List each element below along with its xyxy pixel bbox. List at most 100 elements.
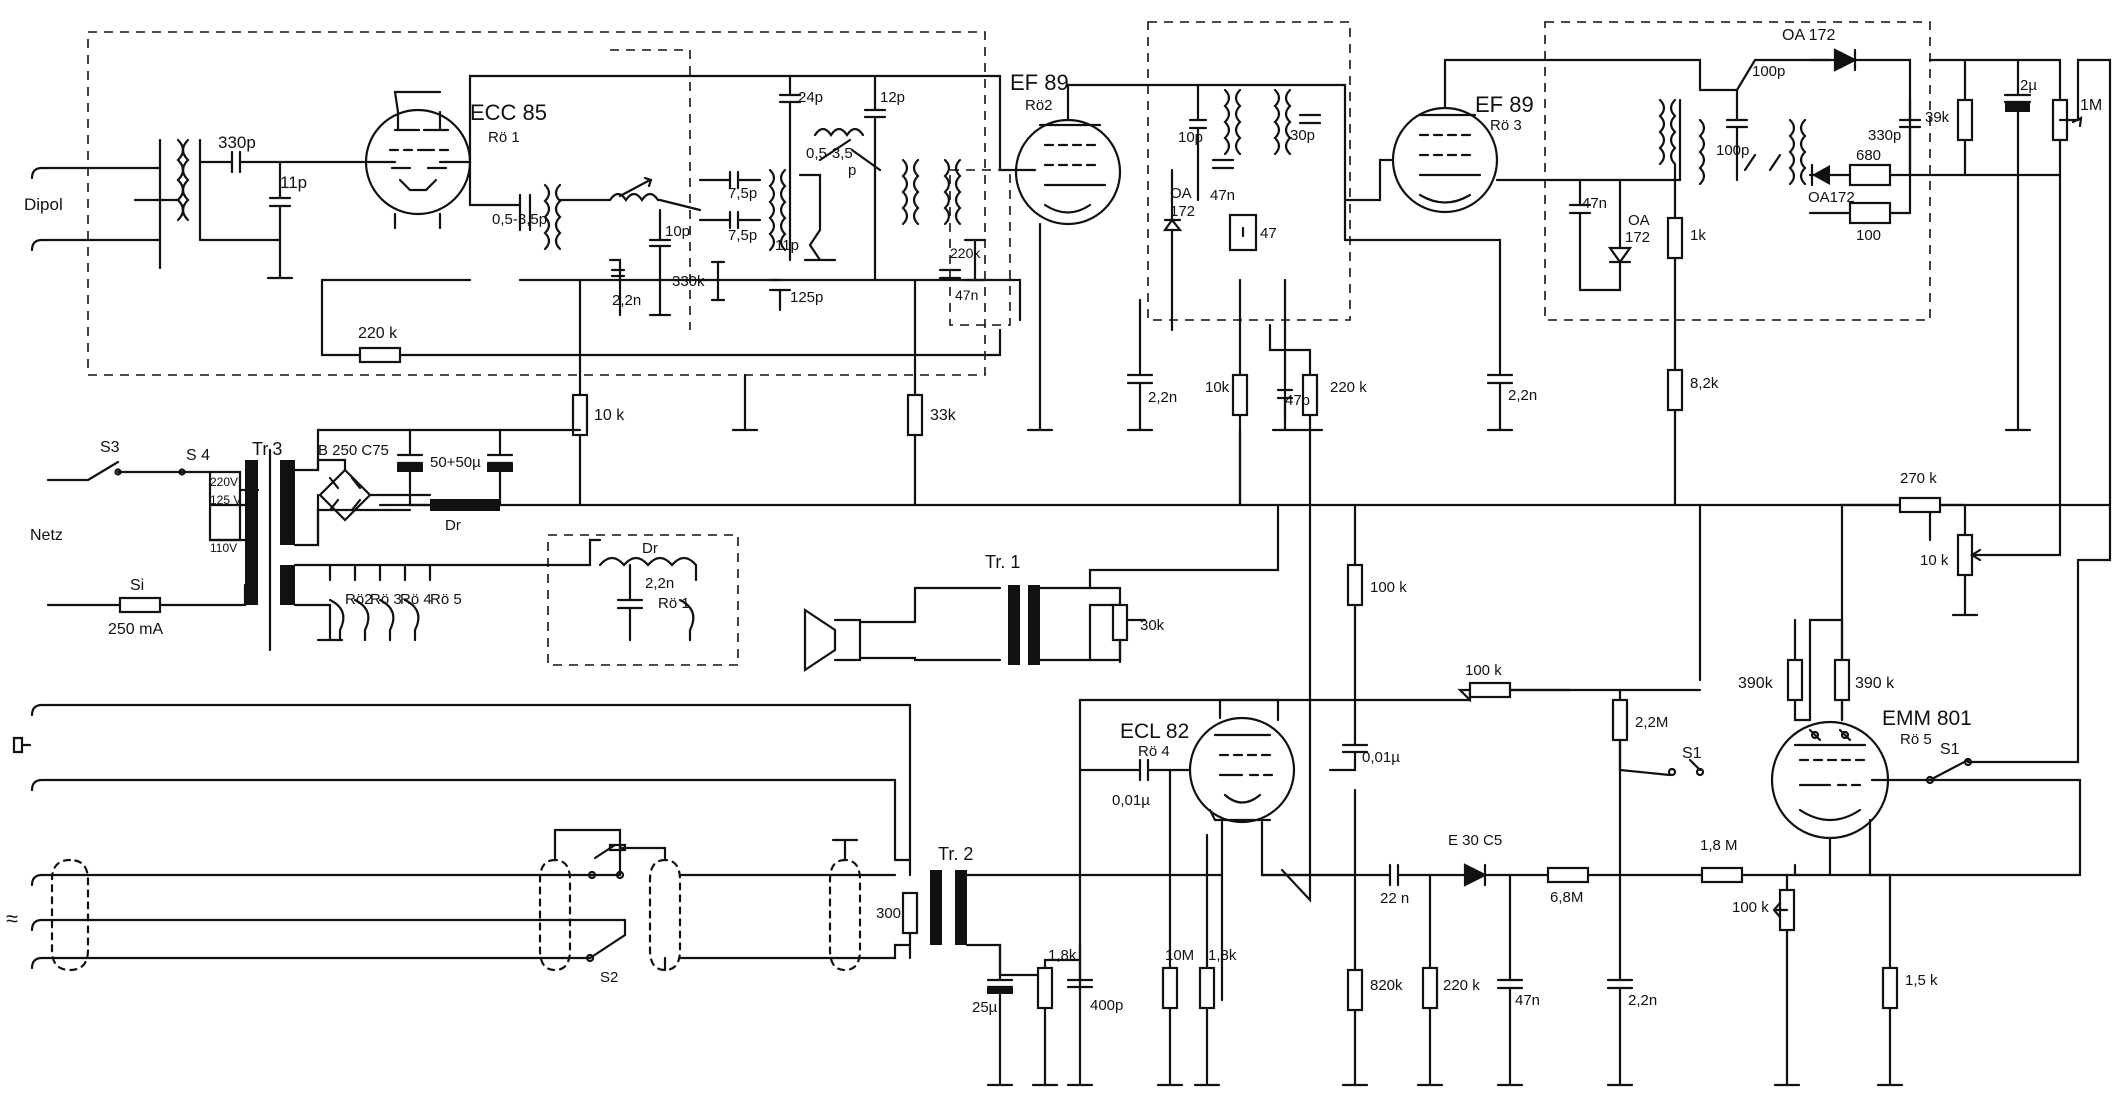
label-ef89-a: EF 89 — [1010, 70, 1069, 95]
label-c75p-b: 7,5p — [728, 227, 757, 244]
label-ef89-b: EF 89 — [1475, 92, 1534, 117]
label-ro1: Rö 1 — [488, 129, 520, 146]
label-r300: 300 — [876, 905, 901, 922]
label-c400p: 400p — [1090, 997, 1123, 1014]
if-stage-1 — [1126, 83, 1514, 507]
label-c11p-b: 11p — [775, 237, 799, 254]
label-c47n-c: 47n — [1582, 195, 1607, 212]
label-c22n-d: 22 n — [1380, 890, 1409, 907]
dipole-input — [30, 138, 372, 280]
label-r1m: 1M — [2080, 97, 2102, 114]
label-r1k: 1k — [1690, 227, 1706, 244]
label-ro2: Rö2 — [1025, 97, 1053, 114]
label-c75p-a: 7,5p — [728, 185, 757, 202]
label-s4: S 4 — [186, 447, 210, 464]
label-netz: Netz — [30, 527, 63, 544]
power-supply — [46, 428, 2112, 652]
label-v125: 125 V — [210, 493, 241, 507]
label-c24p: 24p — [798, 89, 823, 106]
label-r390k-a: 390k — [1738, 675, 1774, 692]
label-c47n-b: 47n — [1210, 187, 1235, 204]
label-r15k: 1,5 k — [1905, 972, 1938, 989]
label-p: p — [848, 162, 856, 179]
ratio-detector — [1495, 48, 2112, 562]
tube-ecc85 — [364, 74, 1002, 230]
label-ro4: Rö 4 — [1138, 743, 1170, 760]
label-ro5h: Rö 5 — [430, 591, 462, 608]
label-c22n-b: 2,2n — [1148, 389, 1177, 406]
label-dr-a: Dr — [445, 517, 461, 534]
mains-input-lower — [12, 703, 1224, 1087]
label-emm801: EMM 801 — [1882, 707, 1972, 730]
label-r18m: 1,8 M — [1700, 837, 1738, 854]
label-v220: 220V — [210, 475, 238, 489]
label-dr-b: Dr — [642, 540, 658, 557]
label-c125p: 125p — [790, 289, 823, 306]
tube-ecl82 — [1066, 698, 1472, 1087]
label-oa172-a2: 172 — [1170, 203, 1195, 220]
label-c0535a: 0,5-3,5p — [492, 211, 547, 228]
label-c22n-c: 2,2n — [1508, 387, 1537, 404]
label-s1-a: S1 — [1682, 745, 1702, 762]
label-r100k-c: 100 k — [1732, 899, 1769, 916]
mixer-oscillator — [320, 74, 1037, 322]
label-c330p-b: 330p — [1868, 127, 1901, 144]
label-r68m: 6,8M — [1550, 889, 1583, 906]
rf-feedback — [320, 278, 1002, 507]
label-ro2h: Rö2 — [345, 591, 373, 608]
label-c100p-b: 100p — [1716, 142, 1749, 159]
label-r100: 100 — [1856, 227, 1881, 244]
label-c47p: 47p — [1285, 392, 1310, 409]
label-c330p-in: 330p — [218, 133, 256, 152]
label-c47n-d: 47n — [1515, 992, 1540, 1009]
label-r390k-b: 390 k — [1855, 675, 1895, 692]
label-s1-b: S1 — [1940, 741, 1960, 758]
label-ecc85: ECC 85 — [470, 100, 547, 125]
label-c2u: 2µ — [2020, 77, 2037, 94]
label-ro3h: Rö 3 — [370, 591, 402, 608]
label-dipol: Dipol — [24, 195, 63, 214]
label-c22n-a: 2,2n — [612, 292, 641, 309]
label-r100k-b: 100 k — [1465, 662, 1502, 679]
label-r39k: 39k — [1925, 109, 1950, 126]
label-c5050: 50+50µ — [430, 454, 481, 471]
label-c11p-in: 11p — [280, 173, 307, 192]
label-r820k: 820k — [1370, 977, 1403, 994]
tube-ef89-ro2 — [1014, 83, 1152, 432]
label-r22m: 2,2M — [1635, 714, 1668, 731]
label-c25u: 25µ — [972, 999, 998, 1016]
volume-control — [1618, 173, 2062, 692]
label-ro4h: Rö 4 — [400, 591, 432, 608]
label-oa172-b2: 172 — [1625, 229, 1650, 246]
label-ro5: Rö 5 — [1900, 731, 1932, 748]
label-ecl82: ECL 82 — [1120, 720, 1189, 743]
label-r680: 680 — [1856, 147, 1881, 164]
label-c001-b: 0,01µ — [1362, 749, 1400, 766]
lf-strip — [1260, 681, 1705, 1087]
label-r330k: 330k — [672, 273, 705, 290]
label-e30c5: E 30 C5 — [1448, 832, 1502, 849]
label-c22n-h: 2,2n — [645, 575, 674, 592]
label-c30p: 30p — [1290, 127, 1315, 144]
label-ro3: Rö 3 — [1490, 117, 1522, 134]
label-r220k-b: 220 k — [1330, 379, 1367, 396]
tube-emm801 — [1698, 503, 2082, 1087]
label-oa172-top: OA 172 — [1782, 27, 1835, 44]
label-tr3: Tr.3 — [252, 439, 282, 459]
label-c12p: 12p — [880, 89, 905, 106]
label-r10k-a: 10 k — [594, 407, 625, 424]
label-tr2: Tr. 2 — [938, 844, 973, 864]
label-c001-a: 0,01µ — [1112, 792, 1150, 809]
label-ma250: 250 mA — [108, 621, 163, 638]
label-c10p-b: 10p — [1178, 129, 1203, 146]
label-c22n-e: 2,2n — [1628, 992, 1657, 1009]
label-ro1h: Rö 1 — [658, 595, 690, 612]
label-r270k: 270 k — [1900, 470, 1937, 487]
label-r10m: 10M — [1165, 947, 1194, 964]
label-oa172-b: OA — [1628, 212, 1650, 229]
label-r18k-b: 1,8k — [1208, 947, 1237, 964]
label-r82k: 8,2k — [1690, 375, 1719, 392]
label-r220k-fb: 220 k — [358, 325, 398, 342]
label-si: Si — [130, 577, 144, 594]
